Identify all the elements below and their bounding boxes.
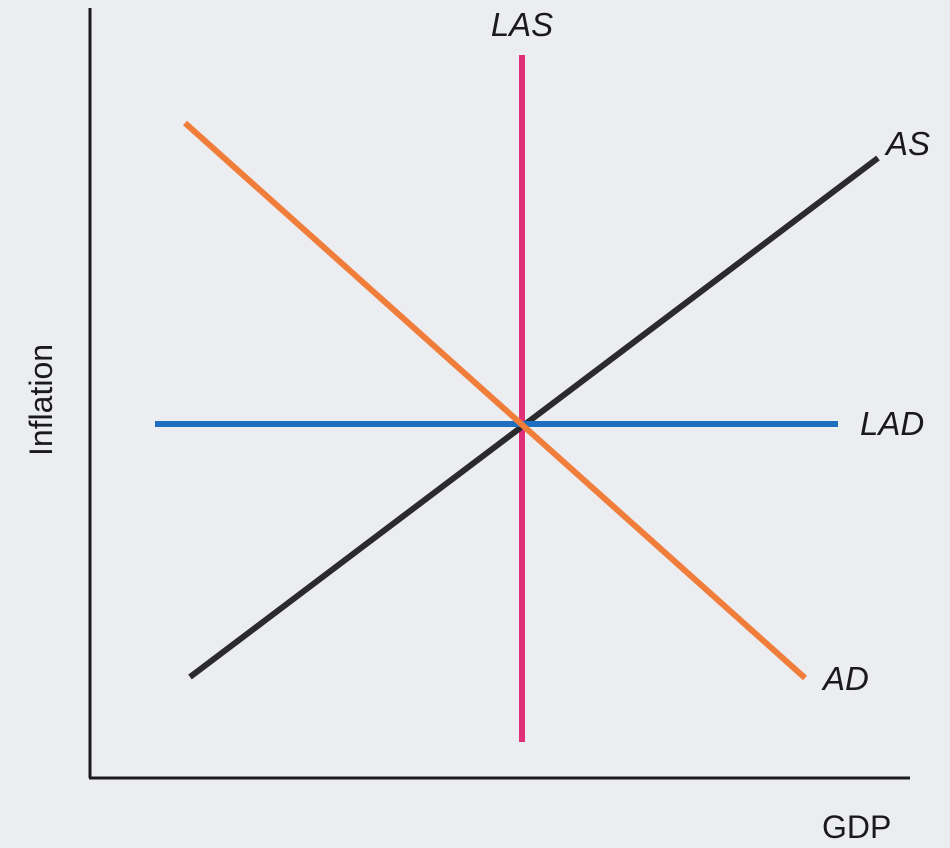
y-axis-label: Inflation [23,344,59,456]
as-curve [188,155,880,680]
ad-curve [182,120,808,681]
las-label: LAS [491,6,553,43]
ad-label: AD [821,660,869,697]
x-axis-label: GDP [822,809,891,845]
as-label: AS [884,125,930,162]
lad-label: LAD [860,405,924,442]
